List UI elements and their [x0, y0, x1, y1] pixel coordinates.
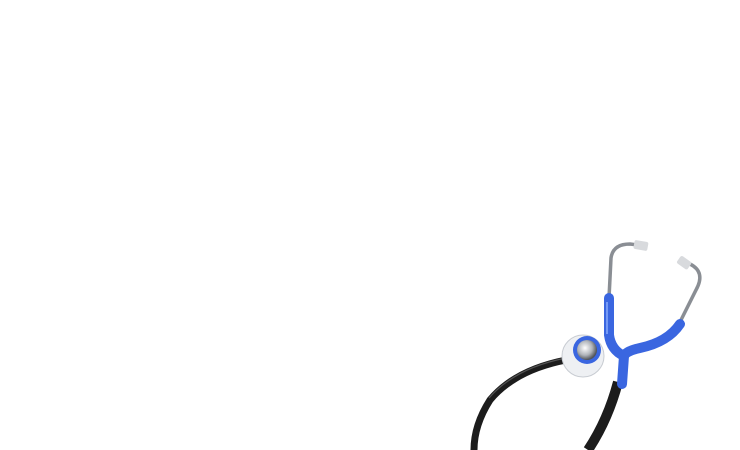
ear-tube-left	[607, 240, 649, 299]
blue-y-tubing	[604, 293, 685, 389]
chestpiece	[561, 334, 605, 378]
black-tubing	[470, 356, 623, 450]
ear-tube-right	[677, 256, 702, 323]
